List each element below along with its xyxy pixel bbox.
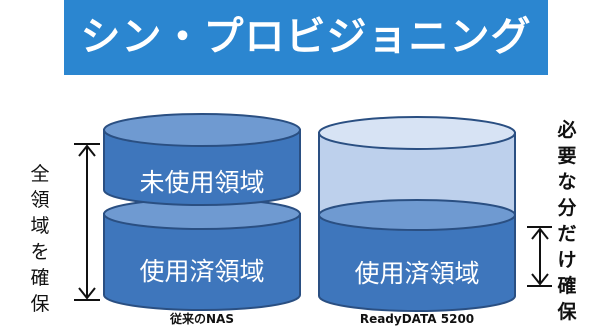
- left-drum-caption: 従来のNAS: [170, 312, 234, 326]
- right-side-caption-text: 必要な分だけ確保: [557, 119, 577, 323]
- left-side-caption: 全領域を確保: [28, 161, 52, 317]
- right-drum-caption: ReadyDATA 5200: [359, 312, 475, 326]
- left-drum-used-label: 使用済領域: [139, 257, 265, 286]
- title-banner: シン・プロビジョニング: [64, 0, 548, 75]
- left-drum-unused-section: [103, 113, 301, 206]
- right-range-arrow: [527, 226, 552, 287]
- left-drum-unused-label: 未使用領域: [139, 168, 265, 197]
- right-drum-used-label: 使用済領域: [354, 259, 480, 288]
- banner-title: シン・プロビジョニング: [80, 14, 532, 60]
- left-side-caption-text: 全領域を確保: [30, 163, 50, 315]
- right-drum-used-section: [318, 199, 516, 312]
- left-range-arrow: [74, 143, 100, 301]
- right-side-caption: 必要な分だけ確保: [555, 117, 579, 325]
